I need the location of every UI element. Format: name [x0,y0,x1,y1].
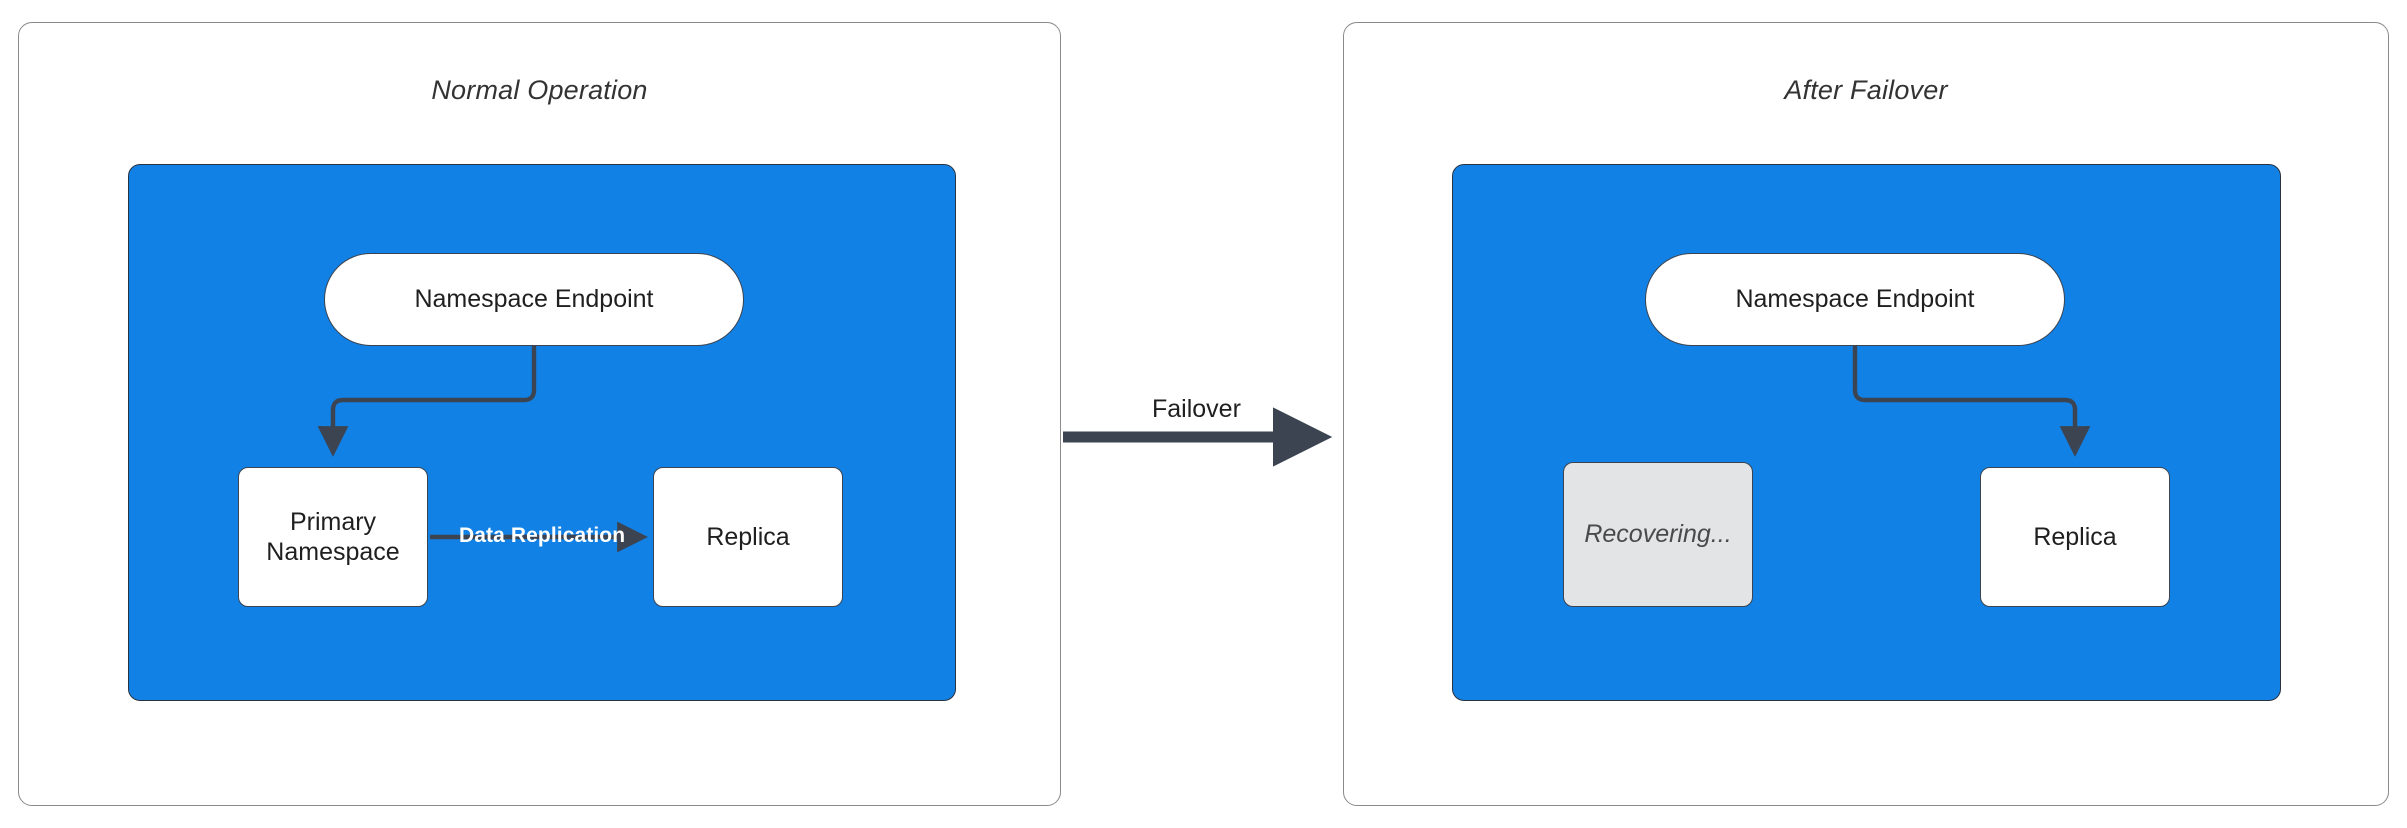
node-replica-right[interactable]: Replica [1980,467,2170,607]
node-primary-namespace[interactable]: Primary Namespace [238,467,428,607]
node-label-line1: Primary [289,507,377,536]
node-label: Replica [706,522,790,551]
blue-region-after-failover [1452,164,2281,701]
node-label: Replica [2033,522,2117,551]
node-label: Namespace Endpoint [1735,285,1975,314]
node-replica-left[interactable]: Replica [653,467,843,607]
edge-label-data-replication: Data Replication [459,524,626,547]
blue-region-normal-operation [128,164,956,701]
node-label-line2: Namespace [266,538,400,566]
node-label: Primary Namespace [266,507,399,568]
node-label: Namespace Endpoint [414,285,654,314]
panel-title-after-failover: After Failover [1784,75,1948,105]
panel-title-normal-operation: Normal Operation [431,75,648,105]
transition-label-failover: Failover [1152,395,1241,423]
node-namespace-endpoint-right[interactable]: Namespace Endpoint [1645,253,2065,346]
node-namespace-endpoint-left[interactable]: Namespace Endpoint [324,253,744,346]
node-recovering[interactable]: Recovering... [1563,462,1753,607]
node-label: Recovering... [1584,520,1732,549]
